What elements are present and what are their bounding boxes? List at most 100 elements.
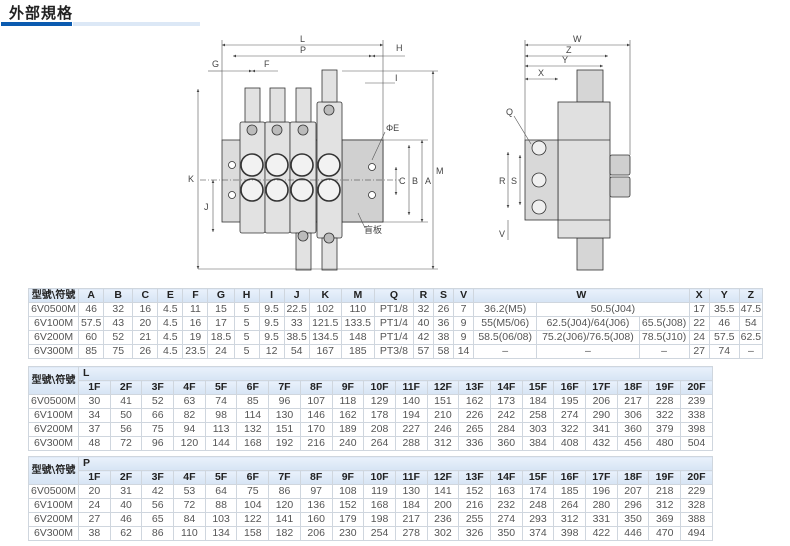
- header-station-11F: 11F: [394, 380, 428, 395]
- header-station-8F: 8F: [299, 380, 333, 395]
- value-W: –: [638, 344, 690, 359]
- header-station-13F: 13F: [458, 470, 491, 485]
- value-R: 32: [412, 302, 435, 317]
- dim-V: V: [499, 229, 505, 239]
- value-20F: 328: [680, 498, 713, 513]
- value-3F: 75: [141, 422, 175, 437]
- title-underline: [73, 22, 200, 26]
- value-20F: 494: [680, 526, 713, 541]
- value-E: 4.5: [157, 344, 184, 359]
- dimension-drawings: L P H G F I ΦE K J C B A M 盲板 W Z Y X Q …: [188, 34, 631, 271]
- value-Y: 35.5: [708, 302, 740, 317]
- value-8F: 206: [299, 526, 333, 541]
- value-12F: 141: [426, 484, 460, 499]
- value-6F: 168: [236, 436, 270, 451]
- header-station-1F: 1F: [78, 470, 111, 485]
- value-9F: 118: [331, 394, 365, 409]
- value-9F: 108: [331, 484, 365, 499]
- value-Q: PT1/8: [373, 302, 414, 317]
- value-14F: 232: [489, 498, 523, 513]
- header-station-3F: 3F: [141, 380, 175, 395]
- value-G: 18.5: [207, 330, 235, 345]
- value-17F: 280: [585, 498, 618, 513]
- model-cell: 6V300M: [28, 526, 79, 541]
- dim-J: J: [204, 202, 209, 212]
- value-E: 4.5: [157, 316, 184, 331]
- header-group-P: P: [78, 456, 713, 471]
- section-title: 外部規格: [9, 4, 74, 22]
- header-model: 型號\符號: [28, 456, 79, 485]
- value-E: 4.5: [157, 330, 184, 345]
- model-cell: 6V300M: [27, 344, 80, 359]
- header-W: W: [473, 288, 690, 303]
- value-1F: 30: [78, 394, 111, 409]
- value-9F: 189: [331, 422, 365, 437]
- value-H: 5: [233, 330, 260, 345]
- value-5F: 74: [204, 394, 238, 409]
- value-3F: 52: [141, 394, 175, 409]
- header-station-19F: 19F: [648, 380, 682, 395]
- value-2F: 31: [109, 484, 143, 499]
- value-10F: 208: [363, 422, 396, 437]
- value-Z: –: [738, 344, 764, 359]
- dim-G: G: [212, 59, 219, 69]
- value-4F: 84: [173, 512, 206, 527]
- header-station-8F: 8F: [299, 470, 333, 485]
- header-V: V: [453, 288, 475, 303]
- value-M: 133.5: [340, 316, 375, 331]
- value-12F: 210: [426, 408, 460, 423]
- value-1F: 27: [78, 512, 111, 527]
- value-R: 57: [412, 344, 435, 359]
- header-S: S: [432, 288, 455, 303]
- value-16F: 312: [553, 512, 586, 527]
- value-V: 9: [453, 316, 475, 331]
- value-11F: 194: [394, 408, 428, 423]
- value-19F: 322: [648, 408, 682, 423]
- value-6F: 132: [236, 422, 270, 437]
- value-8F: 160: [299, 512, 333, 527]
- value-I: 12: [258, 344, 285, 359]
- value-19F: 218: [648, 484, 682, 499]
- value-X: 17: [688, 302, 710, 317]
- value-V: 14: [453, 344, 475, 359]
- value-K: 134.5: [308, 330, 342, 345]
- model-cell: 6V200M: [28, 422, 79, 437]
- value-W: 62.5(J04)/64(J06): [536, 316, 640, 331]
- value-W: 65.5(J08): [638, 316, 690, 331]
- value-K: 102: [308, 302, 342, 317]
- value-C: 20: [132, 316, 159, 331]
- header-G: G: [207, 288, 235, 303]
- value-17F: 290: [585, 408, 618, 423]
- value-7F: 141: [268, 512, 301, 527]
- header-K: K: [308, 288, 342, 303]
- value-5F: 144: [204, 436, 238, 451]
- value-B: 32: [103, 302, 134, 317]
- value-5F: 113: [204, 422, 238, 437]
- value-19F: 312: [648, 498, 682, 513]
- header-station-20F: 20F: [680, 380, 713, 395]
- value-14F: 284: [489, 422, 523, 437]
- value-6F: 114: [236, 408, 270, 423]
- value-M: 185: [340, 344, 375, 359]
- value-7F: 182: [268, 526, 301, 541]
- value-3F: 42: [141, 484, 175, 499]
- value-5F: 64: [204, 484, 238, 499]
- value-G: 24: [207, 344, 235, 359]
- value-11F: 140: [394, 394, 428, 409]
- dim-A: A: [425, 176, 431, 186]
- value-8F: 146: [299, 408, 333, 423]
- value-16F: 408: [553, 436, 586, 451]
- value-16F: 322: [553, 422, 586, 437]
- value-A: 57.5: [78, 316, 105, 331]
- value-11F: 130: [394, 484, 428, 499]
- value-3F: 56: [141, 498, 175, 513]
- value-18F: 350: [616, 512, 650, 527]
- value-2F: 50: [109, 408, 143, 423]
- value-C: 16: [132, 302, 159, 317]
- value-4F: 72: [173, 498, 206, 513]
- value-10F: 168: [363, 498, 396, 513]
- header-station-15F: 15F: [521, 470, 555, 485]
